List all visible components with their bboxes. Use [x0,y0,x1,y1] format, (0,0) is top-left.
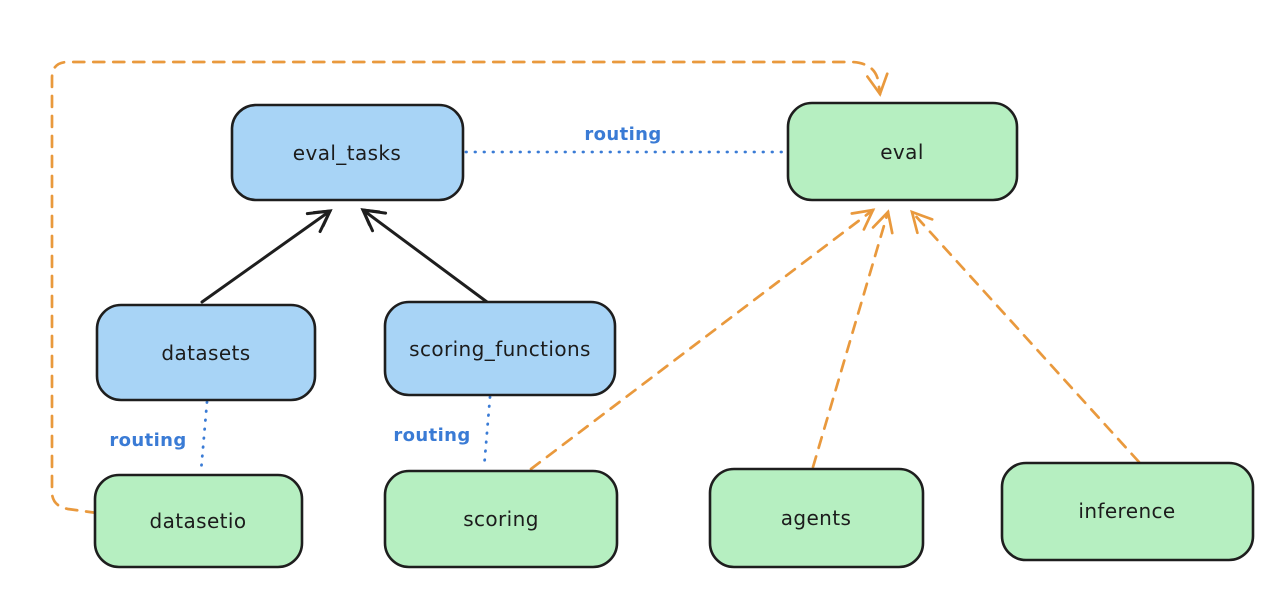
node-eval-tasks-box [230,103,465,202]
edge-inference-to-eval [910,209,1141,464]
node-scoring-functions-box [383,300,617,397]
node-inference: inference [1000,461,1255,562]
node-datasets: datasets [95,303,317,402]
node-eval-label: eval [880,140,924,164]
node-eval: eval [786,101,1019,202]
node-scoring-functions: scoring_functions [383,300,617,397]
node-scoring-label: scoring [463,507,539,531]
node-scoring-functions-label: scoring_functions [409,337,591,361]
node-eval-box [786,101,1019,202]
edge-scoring-functions-to-eval-tasks [360,208,489,304]
edge-datasetio-to-eval [50,60,889,515]
routing-label-scoring: routing [393,425,470,446]
node-agents-label: agents [781,506,852,530]
edge-routing-datasets-to-datasetio [199,400,209,473]
node-datasets-box [95,303,317,402]
node-datasetio-box [93,473,304,569]
node-datasetio: datasetio [93,473,304,569]
node-agents: agents [708,467,925,569]
node-agents-box [708,467,925,569]
node-scoring: scoring [383,469,619,569]
node-eval-tasks: eval_tasks [230,103,465,202]
routing-label-top: routing [584,124,661,145]
node-datasetio-label: datasetio [149,509,246,533]
routing-label-datasets: routing [109,430,186,451]
edge-routing-scoring-functions-to-scoring [482,395,492,470]
edge-agents-to-eval [811,209,894,469]
node-scoring-box [383,469,619,569]
node-inference-label: inference [1078,499,1175,523]
node-datasets-label: datasets [161,341,250,365]
edge-datasets-to-eval-tasks [200,209,333,304]
node-inference-box [1000,461,1255,562]
edge-scoring-to-eval [529,208,876,471]
node-eval-tasks-label: eval_tasks [293,141,401,165]
